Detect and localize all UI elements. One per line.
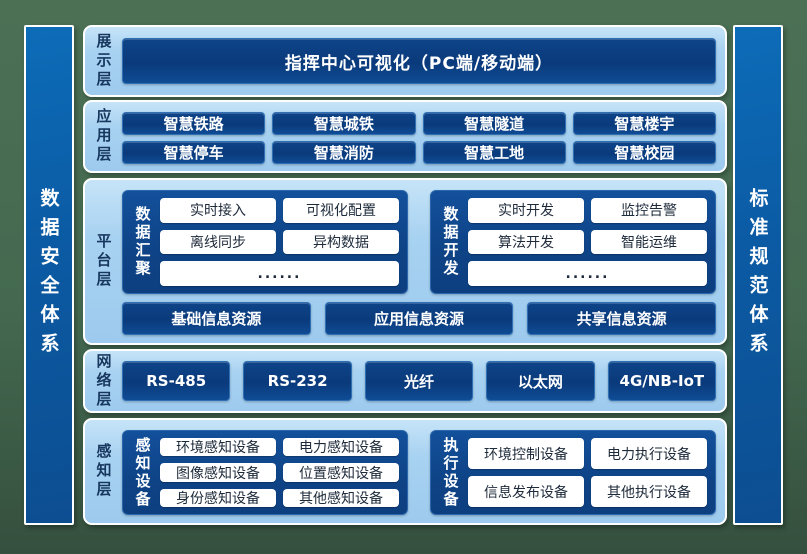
panel-data-aggregation-title-zone: 数据汇聚	[131, 198, 153, 286]
item-info-publish: 信息发布设备	[468, 476, 584, 507]
item-visual-config: 可视化配置	[283, 198, 399, 223]
item-env-control: 环境控制设备	[468, 438, 584, 469]
item-position-sensing: 位置感知设备	[283, 463, 399, 482]
layer-platform-label: 平台层	[94, 233, 113, 290]
item-algorithm-dev: 算法开发	[468, 229, 584, 255]
panel-data-development-title-zone: 数据开发	[439, 198, 461, 286]
item-intelligent-ops: 智能运维	[591, 229, 707, 255]
app-block-smart-building: 智慧楼宇	[572, 112, 716, 135]
panel-data-development-grid: 实时开发 监控告警 算法开发 智能运维 ......	[468, 198, 707, 286]
layer-display-label-zone: 展示层	[85, 27, 121, 95]
net-block-4g-nbiot: 4G/NB-IoT	[607, 361, 717, 401]
app-block-smart-railway: 智慧铁路	[122, 112, 266, 135]
layer-perception-label: 感知层	[94, 443, 113, 500]
panel-execution-devices-title: 执行设备	[441, 436, 460, 509]
net-block-rs232: RS-232	[243, 361, 352, 401]
app-block-smart-tunnel: 智慧隧道	[422, 112, 566, 135]
app-block-smart-campus: 智慧校园	[572, 141, 716, 164]
net-block-fiber: 光纤	[364, 361, 474, 401]
item-power-execution: 电力执行设备	[591, 438, 707, 469]
layer-display: 展示层 指挥中心可视化（PC端/移动端）	[83, 25, 727, 97]
layer-platform-content: 数据汇聚 实时接入 可视化配置 离线同步 异构数据 ...... 数据开发	[121, 180, 725, 343]
app-block-smart-parking: 智慧停车	[122, 141, 266, 164]
app-block-smart-fire: 智慧消防	[272, 141, 416, 164]
command-center-banner: 指挥中心可视化（PC端/移动端）	[122, 38, 716, 84]
panel-data-aggregation-title: 数据汇聚	[133, 206, 152, 278]
pillar-standard-spec-label: 标准规范体系	[746, 188, 769, 362]
layer-network: 网络层 RS-485 RS-232 光纤 以太网 4G/NB-IoT	[83, 349, 727, 413]
item-offline-sync: 离线同步	[160, 229, 276, 255]
item-realtime-access: 实时接入	[160, 198, 276, 223]
layer-application-content: 智慧铁路 智慧城铁 智慧隧道 智慧楼宇 智慧停车 智慧消防 智慧工地 智慧校园	[121, 102, 725, 171]
layer-perception-content: 感知设备 环境感知设备 电力感知设备 图像感知设备 位置感知设备 身份感知设备 …	[121, 420, 725, 523]
item-other-sensing: 其他感知设备	[283, 488, 399, 507]
layer-stack: 展示层 指挥中心可视化（PC端/移动端） 应用层 智慧铁路 智慧城铁 智慧隧道 …	[83, 25, 727, 525]
app-block-smart-metro: 智慧城铁	[272, 112, 416, 135]
app-block-smart-site: 智慧工地	[422, 141, 566, 164]
net-block-ethernet: 以太网	[486, 361, 595, 401]
panel-data-aggregation-grid: 实时接入 可视化配置 离线同步 异构数据 ......	[160, 198, 399, 286]
resource-app-info: 应用信息资源	[324, 302, 514, 335]
layer-network-content: RS-485 RS-232 光纤 以太网 4G/NB-IoT	[121, 351, 725, 411]
panel-sensing-devices: 感知设备 环境感知设备 电力感知设备 图像感知设备 位置感知设备 身份感知设备 …	[122, 430, 408, 515]
layer-display-label: 展示层	[94, 32, 113, 90]
layer-network-label-zone: 网络层	[85, 351, 121, 411]
panel-sensing-devices-title-zone: 感知设备	[131, 436, 153, 509]
layer-application-label-zone: 应用层	[85, 102, 121, 171]
panel-data-development-title: 数据开发	[441, 206, 460, 278]
panel-sensing-devices-grid: 环境感知设备 电力感知设备 图像感知设备 位置感知设备 身份感知设备 其他感知设…	[160, 438, 399, 507]
panel-execution-devices: 执行设备 环境控制设备 电力执行设备 信息发布设备 其他执行设备	[430, 430, 716, 515]
resource-basic-info: 基础信息资源	[122, 302, 311, 335]
perception-panels: 感知设备 环境感知设备 电力感知设备 图像感知设备 位置感知设备 身份感知设备 …	[122, 430, 716, 515]
item-realtime-dev: 实时开发	[468, 198, 584, 223]
panel-execution-devices-title-zone: 执行设备	[439, 436, 461, 509]
resource-shared-info: 共享信息资源	[527, 302, 717, 335]
layer-network-label: 网络层	[94, 352, 113, 410]
item-identity-sensing: 身份感知设备	[160, 488, 276, 507]
pillar-standard-spec: 标准规范体系	[733, 25, 783, 525]
pillar-data-security-label: 数据安全体系	[37, 188, 60, 362]
panel-sensing-devices-title: 感知设备	[133, 436, 152, 509]
item-heterogeneous-data: 异构数据	[283, 229, 399, 255]
item-development-more: ......	[468, 261, 707, 286]
panel-execution-devices-grid: 环境控制设备 电力执行设备 信息发布设备 其他执行设备	[468, 438, 707, 507]
layer-perception-label-zone: 感知层	[85, 420, 121, 523]
layer-display-content: 指挥中心可视化（PC端/移动端）	[121, 27, 725, 95]
layer-application-label: 应用层	[94, 108, 113, 165]
item-aggregation-more: ......	[160, 261, 399, 286]
item-env-sensing: 环境感知设备	[160, 438, 276, 457]
item-monitor-alert: 监控告警	[591, 198, 707, 223]
net-block-rs485: RS-485	[122, 361, 231, 401]
panel-data-aggregation: 数据汇聚 实时接入 可视化配置 离线同步 异构数据 ......	[122, 190, 408, 294]
item-other-execution: 其他执行设备	[591, 476, 707, 507]
platform-panels: 数据汇聚 实时接入 可视化配置 离线同步 异构数据 ...... 数据开发	[122, 190, 716, 294]
layer-platform-label-zone: 平台层	[85, 180, 121, 343]
layer-application: 应用层 智慧铁路 智慧城铁 智慧隧道 智慧楼宇 智慧停车 智慧消防 智慧工地 智…	[83, 100, 727, 173]
platform-resources: 基础信息资源 应用信息资源 共享信息资源	[122, 302, 717, 335]
panel-data-development: 数据开发 实时开发 监控告警 算法开发 智能运维 ......	[430, 190, 716, 294]
item-image-sensing: 图像感知设备	[160, 463, 276, 482]
layer-platform: 平台层 数据汇聚 实时接入 可视化配置 离线同步 异构数据 ......	[83, 178, 727, 345]
pillar-data-security: 数据安全体系	[24, 25, 74, 525]
item-power-sensing: 电力感知设备	[283, 438, 399, 457]
layer-perception: 感知层 感知设备 环境感知设备 电力感知设备 图像感知设备 位置感知设备 身份感…	[83, 418, 727, 525]
